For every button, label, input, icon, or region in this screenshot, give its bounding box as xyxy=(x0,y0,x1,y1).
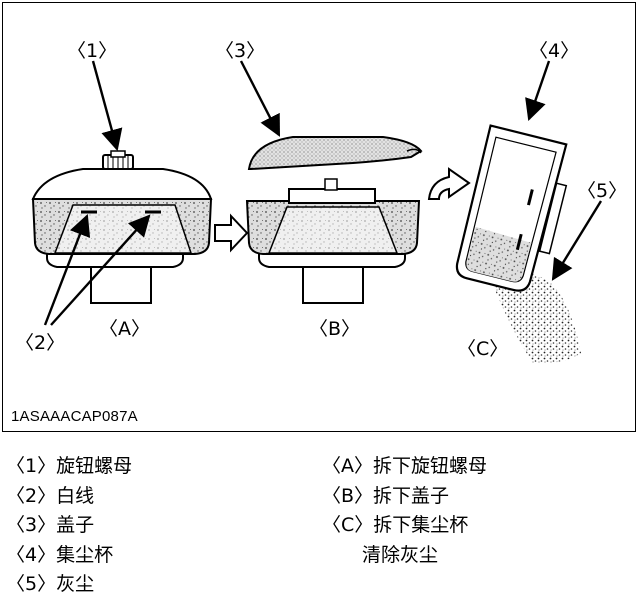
panel-label-b: 〈B〉 xyxy=(309,318,360,340)
assembly-b xyxy=(245,136,423,304)
diagram-svg: 〈1〉 〈2〉 〈3〉 〈4〉 〈5〉 〈A〉 〈B〉 〈C〉 xyxy=(15,40,627,364)
figure-code: 1ASAAACAP087A xyxy=(11,408,138,425)
callout-5: 〈5〉 xyxy=(577,180,627,202)
legend-item: 〈1〉旋钮螺母 xyxy=(6,452,132,482)
assembly-a-cover xyxy=(31,168,213,200)
assembly-b-lid-tab xyxy=(406,148,422,154)
dust-cup-dust xyxy=(466,226,532,282)
leader-2b xyxy=(50,214,151,326)
legend-item: 〈A〉拆下旋钮螺母 xyxy=(322,452,487,482)
legend-key: 〈2〉 xyxy=(6,484,57,507)
dust-cup-mark xyxy=(515,233,523,251)
legend-text: 旋钮螺母 xyxy=(56,455,133,477)
leader-3 xyxy=(239,60,281,137)
legend-item: 〈3〉盖子 xyxy=(6,511,132,541)
step-arrow-b-to-c xyxy=(427,167,471,200)
assembly-c xyxy=(455,124,581,364)
panel-label-a: 〈A〉 xyxy=(99,318,150,340)
legend-key: 〈1〉 xyxy=(6,455,57,477)
assembly-b-element xyxy=(267,206,399,254)
assembly-a-outlet xyxy=(90,264,152,304)
legend-key: 〈A〉 xyxy=(322,455,373,477)
callout-1: 〈1〉 xyxy=(67,40,117,62)
callout-2: 〈2〉 xyxy=(15,332,65,354)
assembly-b-top xyxy=(288,188,376,204)
legend-text: 盖子 xyxy=(56,514,95,536)
legend-item: 〈5〉灰尘 xyxy=(6,570,132,600)
callout-3: 〈3〉 xyxy=(215,40,265,62)
legend-item: 〈4〉集尘杯 xyxy=(6,541,132,571)
panel-label-c: 〈C〉 xyxy=(457,338,508,360)
step-arrow-a-to-b xyxy=(214,213,249,253)
callout-4: 〈4〉 xyxy=(529,40,579,62)
legend-text: 拆下旋钮螺母 xyxy=(373,455,488,477)
legend-key: 〈5〉 xyxy=(6,573,57,595)
legend-item: 〈C〉拆下集尘杯 xyxy=(322,511,487,541)
assembly-b-lid xyxy=(247,136,423,170)
legend-text: 拆下盖子 xyxy=(373,484,450,507)
legend-key: 〈C〉 xyxy=(322,514,374,536)
legend-item: 〈B〉拆下盖子 xyxy=(322,482,487,512)
legend-key: 〈B〉 xyxy=(322,484,374,507)
legend-text: 拆下集尘杯 xyxy=(373,514,469,536)
legend-text: 灰尘 xyxy=(56,573,95,595)
dust-cup-inner xyxy=(465,136,557,283)
leader-4 xyxy=(525,60,551,122)
knob-nut-stem xyxy=(110,150,126,158)
assembly-b-outlet xyxy=(302,264,364,304)
leader-5 xyxy=(551,200,603,281)
dust-cup-mark xyxy=(527,189,534,206)
legend-item: 〈2〉白线 xyxy=(6,482,132,512)
knob-nut-ridges xyxy=(107,155,129,169)
legend-key: 〈4〉 xyxy=(6,543,57,566)
assembly-a xyxy=(31,150,213,304)
leader-2a xyxy=(43,213,91,326)
assembly-b-stud xyxy=(324,178,338,191)
figure-frame: 〈1〉 〈2〉 〈3〉 〈4〉 〈5〉 〈A〉 〈B〉 〈C〉 1ASAAACA… xyxy=(2,2,636,432)
legend-continuation: 清除灰尘 xyxy=(362,543,439,566)
legend-text: 白线 xyxy=(56,484,95,507)
dust-cup-side xyxy=(538,182,568,255)
leader-1 xyxy=(91,60,123,152)
legend-parts: 〈1〉旋钮螺母 〈2〉白线 〈3〉盖子 〈4〉集尘杯 〈5〉灰尘 xyxy=(6,452,132,600)
legend-text: 集尘杯 xyxy=(56,543,114,566)
legend-steps: 〈A〉拆下旋钮螺母 〈B〉拆下盖子 〈C〉拆下集尘杯 清除灰尘 xyxy=(322,452,487,570)
legend-key: 〈3〉 xyxy=(6,514,57,536)
